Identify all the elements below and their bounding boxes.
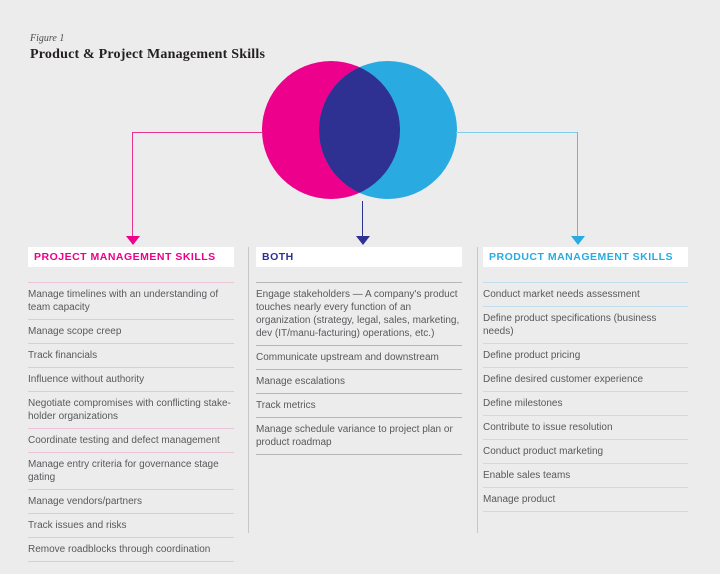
list-item: Define milestones: [483, 392, 688, 416]
column-separator-2: [477, 247, 478, 533]
venn-diagram: [262, 61, 457, 199]
list-item: Contribute to issue resolution: [483, 416, 688, 440]
list-item: Track financials: [28, 344, 234, 368]
column-header-product: PRODUCT MANAGEMENT SKILLS: [483, 247, 688, 267]
list-item: Track metrics: [256, 394, 462, 418]
list-item: Coordinate testing and defect management: [28, 429, 234, 453]
column-separator-1: [248, 247, 249, 533]
list-item: Enable sales teams: [483, 464, 688, 488]
column-both: BOTH Engage stakeholders — A company's p…: [256, 247, 462, 455]
venn-overlap: [319, 61, 400, 199]
list-item: Manage entry criteria for governance sta…: [28, 453, 234, 490]
venn-svg: [262, 61, 457, 199]
list-item: Manage escalations: [256, 370, 462, 394]
connector-cyan-horizontal: [456, 132, 578, 133]
list-item: Influence without authority: [28, 368, 234, 392]
list-item: Conduct market needs assessment: [483, 283, 688, 307]
list-item: Conduct product marketing: [483, 440, 688, 464]
column-project-management: PROJECT MANAGEMENT SKILLS Manage timelin…: [28, 247, 234, 562]
list-item: Communicate upstream and downstream: [256, 346, 462, 370]
column-product-management: PRODUCT MANAGEMENT SKILLS Conduct market…: [483, 247, 688, 512]
list-item: Manage scope creep: [28, 320, 234, 344]
arrow-down-navy-icon: [356, 236, 370, 245]
connector-pink-horizontal: [132, 132, 263, 133]
list-item: Manage vendors/partners: [28, 490, 234, 514]
figure-label: Figure 1: [30, 33, 65, 44]
column-header-both: BOTH: [256, 247, 462, 267]
list-item: Remove roadblocks through coordination: [28, 538, 234, 562]
list-item: Manage product: [483, 488, 688, 512]
list-item: Manage timelines with an understanding o…: [28, 283, 234, 320]
connector-cyan-vertical: [577, 132, 578, 236]
arrow-down-pink-icon: [126, 236, 140, 245]
skill-list-both: Engage stakeholders — A company's produc…: [256, 282, 462, 455]
connector-navy-vertical: [362, 201, 363, 236]
connector-pink-vertical: [132, 132, 133, 236]
list-item: Manage schedule variance to project plan…: [256, 418, 462, 455]
skill-list-project: Manage timelines with an understanding o…: [28, 282, 234, 562]
list-item: Track issues and risks: [28, 514, 234, 538]
list-item: Define product pricing: [483, 344, 688, 368]
list-item: Engage stakeholders — A company's produc…: [256, 283, 462, 346]
arrow-down-cyan-icon: [571, 236, 585, 245]
column-header-project: PROJECT MANAGEMENT SKILLS: [28, 247, 234, 267]
list-item: Define desired customer experience: [483, 368, 688, 392]
figure-title: Product & Project Management Skills: [30, 47, 266, 62]
list-item: Define product specifications (business …: [483, 307, 688, 344]
skill-list-product: Conduct market needs assessment Define p…: [483, 282, 688, 512]
list-item: Negotiate compromises with conflicting s…: [28, 392, 234, 429]
